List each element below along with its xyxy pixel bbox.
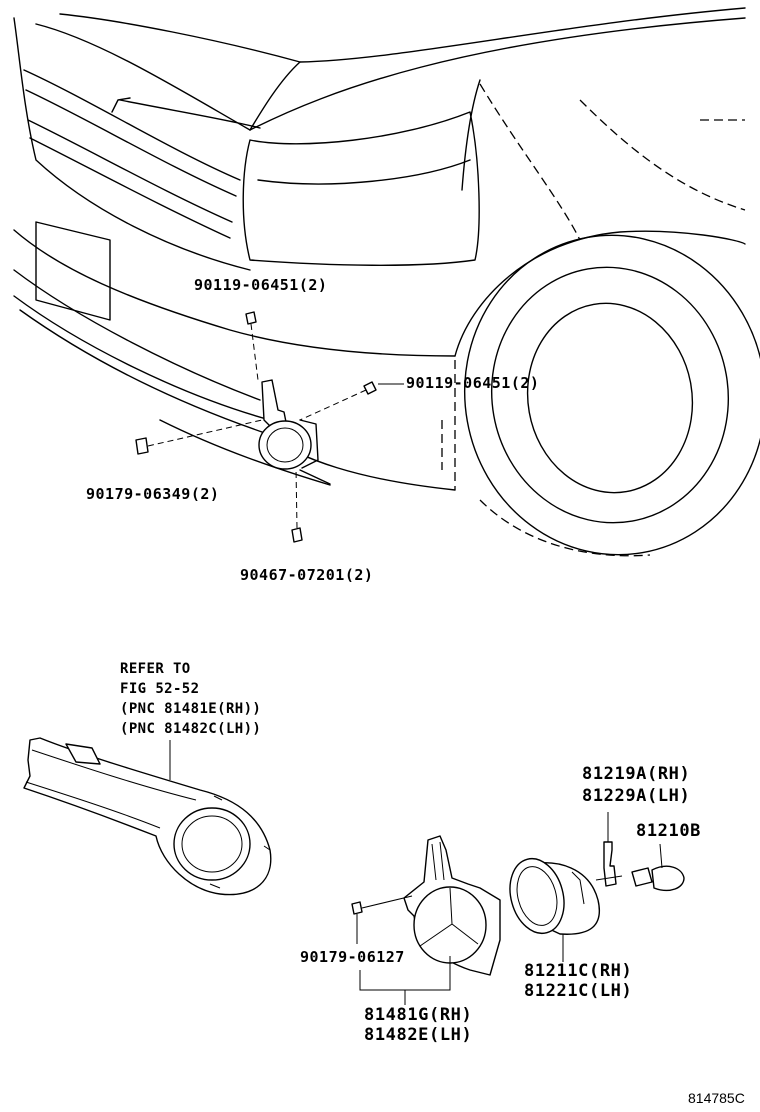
drawing-code: 814785C (688, 1090, 745, 1106)
clip-icon (135, 437, 149, 455)
callout-side-bolt: 90119-06451(2) (406, 374, 539, 392)
bolt-icon (245, 311, 257, 325)
fasteners-top (135, 311, 377, 543)
callout-lamp-rh: 81211C(RH) (524, 961, 632, 981)
vehicle-front-outline (13, 7, 760, 557)
fog-lamp-bracket (351, 835, 501, 976)
clip-icon (351, 901, 363, 915)
callout-bracket-lh: 81482E(LH) (364, 1025, 472, 1045)
callout-lamp-lh: 81221C(LH) (524, 981, 632, 1001)
callout-socket-rh: 81219A(RH) (582, 764, 690, 784)
fog-bulb (631, 843, 685, 892)
fog-lamp-unit (509, 857, 600, 962)
refer-line-1: REFER TO (120, 661, 191, 677)
bolt-icon (363, 381, 377, 395)
callout-clip-small: 90179-06127 (300, 948, 405, 966)
callout-clip-left: 90179-06349(2) (86, 485, 219, 503)
fog-lamp-cover (23, 737, 272, 896)
refer-line-3: (PNC 81481E(RH)) (120, 701, 261, 717)
lamp-socket (595, 812, 623, 887)
callout-bracket-rh: 81481G(RH) (364, 1005, 472, 1025)
refer-line-2: FIG 52-52 (120, 681, 199, 697)
callout-socket-lh: 81229A(LH) (582, 786, 690, 806)
callout-top-bolt: 90119-06451(2) (194, 276, 327, 294)
screw-icon (291, 527, 303, 543)
callout-bulb: 81210B (636, 821, 701, 841)
refer-line-4: (PNC 81482C(LH)) (120, 721, 261, 737)
callout-screw-bottom: 90467-07201(2) (240, 566, 373, 584)
fog-lamp-installed (258, 379, 331, 485)
